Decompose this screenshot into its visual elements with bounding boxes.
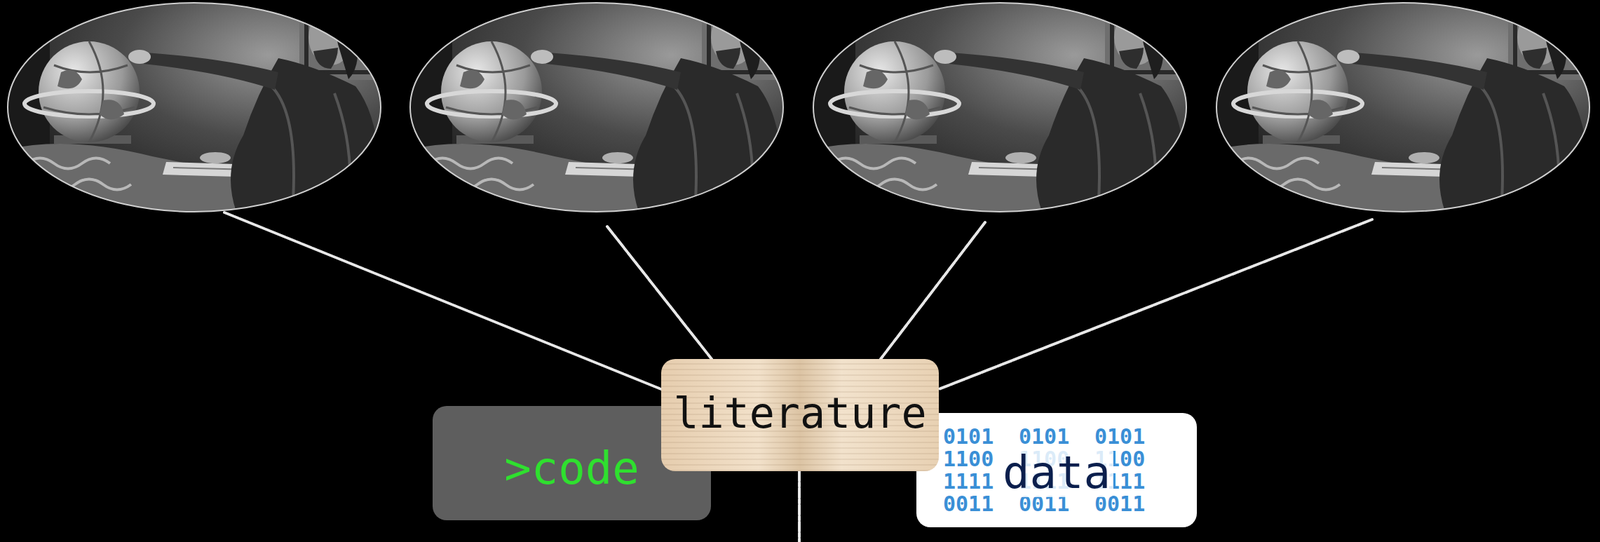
leader-line [880,222,986,359]
astronomer-portrait [7,2,381,212]
literature-box: literature [661,358,939,472]
node-label: literature [673,389,927,437]
binary-digits: 0101 1100 1111 0011 [943,425,999,516]
leader-line [224,212,662,390]
node-label: >code [504,443,640,493]
leader-line [607,226,712,359]
astronomer-portrait [410,2,784,212]
node-label: data [999,448,1114,498]
leader-line [797,471,801,542]
data-box: data0101 1100 1111 00110101 1100 1111 00… [916,412,1197,528]
astronomer-portrait [1216,2,1590,212]
connector-lines [224,212,1373,542]
leader-line [938,219,1373,390]
astronomer-portrait [813,2,1187,212]
